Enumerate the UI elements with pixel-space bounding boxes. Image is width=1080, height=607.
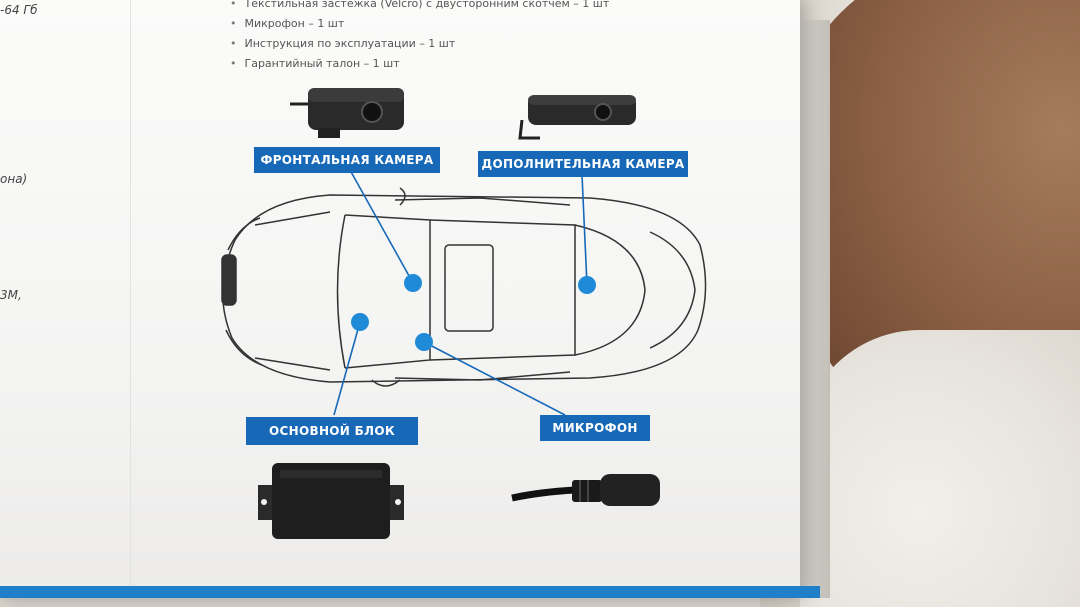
box-blue-edge — [0, 586, 820, 598]
rear-camera-icon — [518, 95, 636, 140]
label-extra-camera: ДОПОЛНИТЕЛЬНАЯ КАМЕРА — [478, 151, 688, 177]
kit-item: Текстильная застежка (Velcro) с двусторо… — [230, 0, 610, 14]
kit-item: Инструкция по эксплуатации – 1 шт — [230, 34, 609, 54]
box-side — [800, 20, 830, 598]
front-camera-dot — [404, 274, 422, 292]
car-diagram — [221, 88, 707, 539]
microphone-dot — [415, 333, 433, 351]
main-unit-icon — [258, 463, 404, 539]
main-unit-dot — [351, 313, 369, 331]
column-divider — [0, 0, 131, 590]
kit-item: Гарантийный талон – 1 шт — [230, 54, 609, 74]
front-camera-icon — [290, 88, 404, 138]
kit-contents-list: Текстильная застежка (Velcro) с двусторо… — [230, 0, 610, 74]
white-cloth — [800, 330, 1080, 607]
label-front-camera: ФРОНТАЛЬНАЯ КАМЕРА — [254, 147, 440, 173]
left-fragment-3m: 3М, — [0, 288, 22, 302]
microphone-icon — [511, 474, 660, 506]
left-fragment-phone: она) — [0, 172, 28, 186]
label-main-unit: ОСНОВНОЙ БЛОК — [246, 417, 418, 445]
extra-camera-dot — [578, 276, 596, 294]
location-dots — [351, 274, 596, 351]
pointer-lines — [333, 169, 588, 416]
kit-item: Микрофон – 1 шт — [230, 14, 609, 34]
left-fragment-storage: -64 Гб — [0, 3, 38, 17]
label-microphone: МИКРОФОН — [540, 415, 650, 441]
car-outline — [221, 187, 707, 387]
product-box-panel: -64 Гб она) 3М, Текстильная застежка (Ve… — [0, 0, 800, 598]
